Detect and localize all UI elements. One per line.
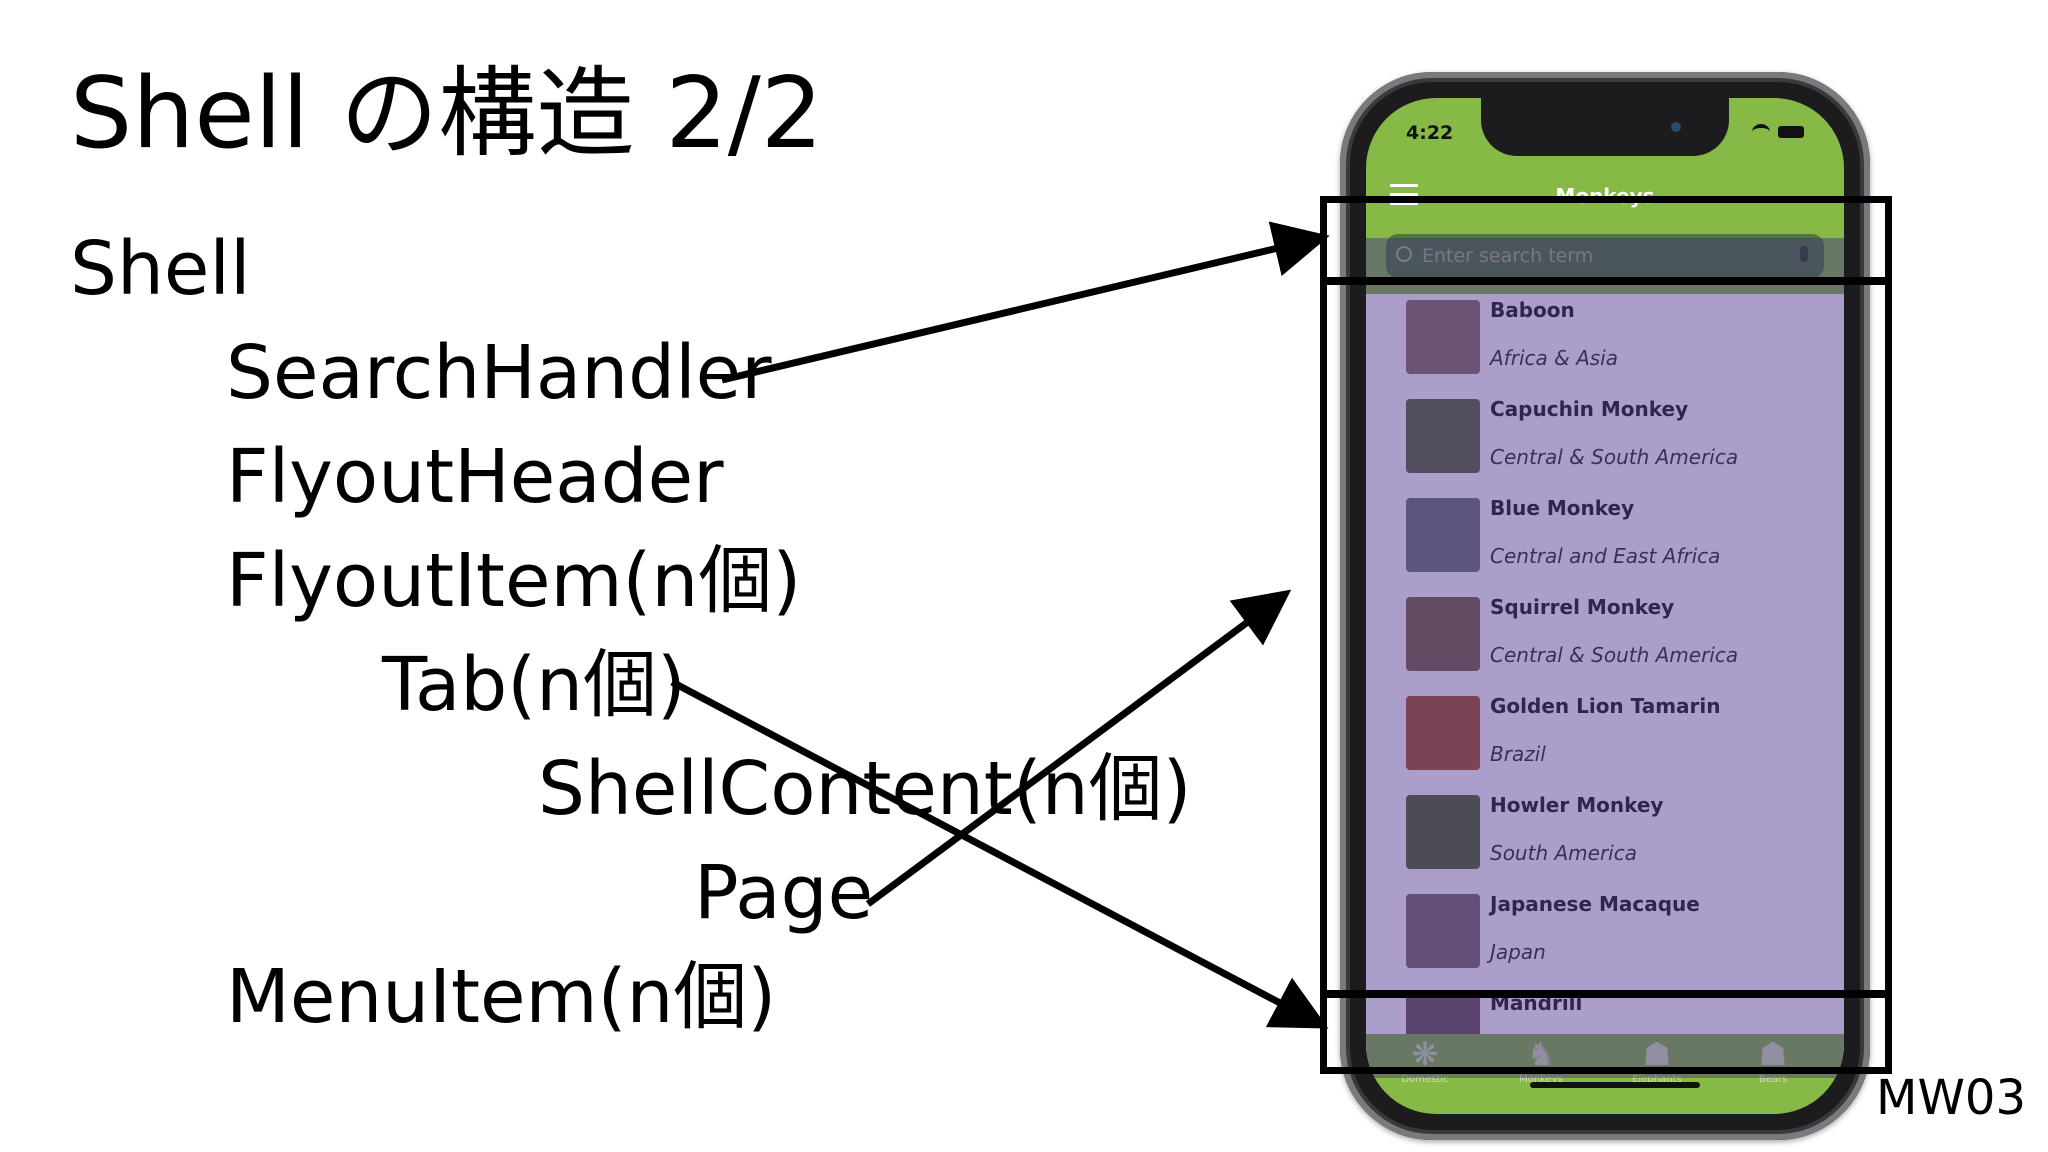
search-icon	[1396, 246, 1412, 262]
paw-icon: ❋	[1411, 1035, 1439, 1073]
monkey-thumbnail	[1406, 795, 1480, 869]
tab-label: Elephants	[1632, 1074, 1682, 1085]
list-item[interactable]: Golden Lion Tamarin Brazil	[1366, 690, 1844, 789]
monkey-location: Central and East Africa	[1490, 544, 1721, 568]
list-item[interactable]: Baboon Africa & Asia	[1366, 294, 1844, 393]
slide-title: Shell の構造 2/2	[70, 57, 824, 171]
monkey-thumbnail	[1406, 498, 1480, 572]
tab-label: Bears	[1758, 1074, 1788, 1085]
status-icons	[1752, 124, 1804, 140]
hamburger-menu-icon[interactable]	[1390, 184, 1418, 206]
tree-item-shellcontent: ShellContent(n個)	[538, 746, 1192, 832]
monkey-name: Squirrel Monkey	[1490, 595, 1675, 619]
arrow-searchhandler	[721, 221, 1330, 384]
tab-monkeys[interactable]: ♞ Monkeys	[1496, 1034, 1586, 1104]
tree-item-page: Page	[694, 850, 874, 936]
list-item[interactable]: Japanese Macaque Japan	[1366, 888, 1844, 987]
list-item[interactable]: Capuchin Monkey Central & South America	[1366, 393, 1844, 492]
list-item[interactable]: Squirrel Monkey Central & South America	[1366, 591, 1844, 690]
list-item[interactable]: Howler Monkey South America	[1366, 789, 1844, 888]
tree-item-shell: Shell	[70, 226, 251, 312]
slide-id-label: MW03	[1876, 1070, 2026, 1126]
tree-item-flyoutitem: FlyoutItem(n個)	[226, 538, 802, 624]
monkey-thumbnail	[1406, 894, 1480, 968]
home-indicator	[1530, 1082, 1700, 1088]
monkey-icon: ♞	[1526, 1035, 1556, 1073]
battery-icon	[1778, 126, 1804, 138]
monkey-list[interactable]: Baboon Africa & Asia Capuchin Monkey Cen…	[1366, 294, 1844, 1067]
list-item[interactable]: Blue Monkey Central and East Africa	[1366, 492, 1844, 591]
search-input[interactable]: Enter search term	[1422, 245, 1594, 267]
tree-item-searchhandler: SearchHandler	[226, 330, 772, 416]
highlight-box-tabbar	[1320, 990, 1892, 1074]
tab-bears[interactable]: ☗ Bears	[1728, 1034, 1818, 1104]
phone-screen: 4:22 Monkeys Enter search term Baboon Af…	[1366, 98, 1844, 1114]
dim-overlay	[1366, 238, 1844, 1078]
tab-elephants[interactable]: ☗ Elephants	[1612, 1034, 1702, 1104]
elephant-icon: ☗	[1642, 1035, 1672, 1073]
tab-label: Monkeys	[1519, 1074, 1563, 1085]
arrow-tab	[670, 678, 1329, 1029]
phone-notch	[1481, 98, 1729, 156]
monkey-thumbnail	[1406, 399, 1480, 473]
monkey-location: Japan	[1490, 940, 1546, 964]
tab-label: Domestic	[1401, 1074, 1449, 1085]
search-bar[interactable]: Enter search term	[1386, 234, 1824, 278]
monkey-location: Africa & Asia	[1490, 346, 1618, 370]
camera-icon	[1671, 122, 1681, 132]
monkey-location: Brazil	[1490, 742, 1546, 766]
tab-domestic[interactable]: ❋ Domestic	[1380, 1034, 1470, 1104]
monkey-name: Howler Monkey	[1490, 793, 1664, 817]
monkey-thumbnail	[1406, 300, 1480, 374]
monkey-name: Baboon	[1490, 298, 1575, 322]
monkey-name: Golden Lion Tamarin	[1490, 694, 1721, 718]
bear-icon: ☗	[1758, 1035, 1788, 1073]
phone-frame: 4:22 Monkeys Enter search term Baboon Af…	[1340, 72, 1870, 1140]
monkey-name: Capuchin Monkey	[1490, 397, 1689, 421]
arrow-page	[865, 589, 1292, 907]
status-time: 4:22	[1406, 122, 1454, 144]
monkey-thumbnail	[1406, 696, 1480, 770]
microphone-icon[interactable]	[1800, 246, 1808, 262]
monkey-name: Japanese Macaque	[1490, 892, 1700, 916]
tree-item-flyoutheader: FlyoutHeader	[226, 434, 724, 520]
monkey-location: South America	[1490, 841, 1637, 865]
monkey-thumbnail	[1406, 597, 1480, 671]
wifi-icon	[1752, 124, 1770, 140]
tree-item-tab: Tab(n個)	[382, 642, 686, 728]
monkey-location: Central & South America	[1490, 643, 1739, 667]
monkey-location: Central & South America	[1490, 445, 1739, 469]
tree-item-menuitem: MenuItem(n個)	[226, 954, 777, 1040]
monkey-name: Blue Monkey	[1490, 496, 1635, 520]
